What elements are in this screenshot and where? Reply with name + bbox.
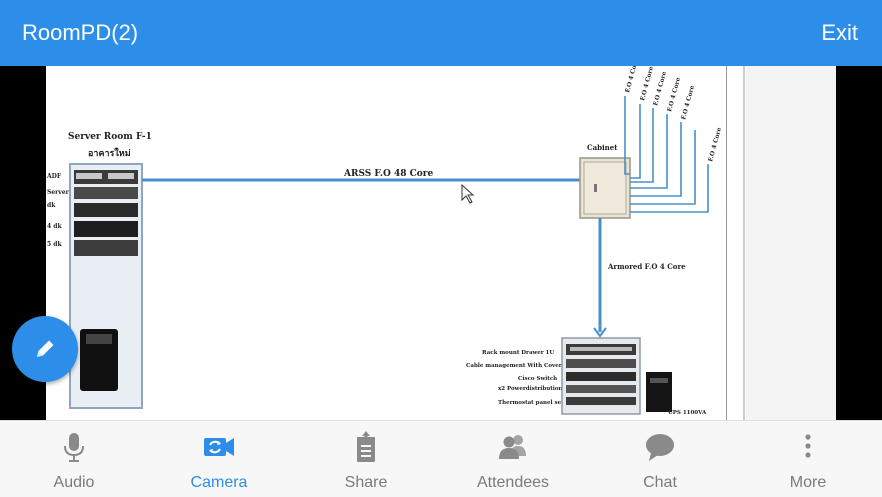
fo-core-label: F.O 4 Core: [680, 85, 696, 121]
fo-core-label: F.O 4 Core: [624, 66, 640, 94]
more-vertical-icon: [805, 434, 811, 458]
rack-label: Thermostat panel set: [498, 400, 564, 406]
bottom-toolbar: Audio Camera Share Atte: [0, 420, 882, 497]
nav-attendees[interactable]: Attendees: [453, 421, 573, 497]
side-label: Server: [47, 189, 70, 196]
side-label: ADF: [46, 173, 62, 180]
annotate-button[interactable]: [12, 316, 78, 382]
nav-label: Chat: [643, 474, 677, 491]
cabinet: [579, 157, 631, 219]
server-room-sublabel: อาคารใหม่: [88, 147, 131, 159]
page-border: [743, 66, 745, 420]
nav-label: Camera: [190, 474, 248, 491]
nav-share[interactable]: Share: [306, 421, 426, 497]
nav-camera[interactable]: Camera: [159, 421, 279, 497]
wall-rack: [561, 337, 641, 415]
nav-label: Audio: [53, 474, 95, 491]
armored-link-label: Armored F.O 4 Core: [607, 262, 686, 271]
network-diagram: Server Room F-1 อาคารใหม่ ADF Server dk …: [46, 66, 723, 416]
ups-label: UPS 1100VA: [668, 410, 707, 416]
server-rack: [69, 163, 143, 409]
side-label: 5 dk: [47, 241, 62, 248]
fo-core-label: F.O 4 Core: [707, 127, 723, 163]
nav-chat[interactable]: Chat: [600, 421, 720, 497]
share-document-icon: [357, 431, 375, 462]
nav-label: Attendees: [476, 474, 550, 491]
main-link-label: ARSS F.O 48 Core: [343, 169, 434, 179]
shared-content-area[interactable]: Server Room F-1 อาคารใหม่ ADF Server dk …: [0, 66, 882, 420]
microphone-icon: [64, 433, 84, 462]
fo-core-label: F.O 4 Core: [652, 71, 668, 107]
chat-bubble-icon: [646, 434, 674, 461]
nav-label: Share: [344, 474, 388, 491]
side-label: 4 dk: [47, 223, 62, 230]
rack-label: Cisco Switch: [518, 376, 557, 382]
page-border: [726, 66, 727, 420]
exit-button[interactable]: Exit: [821, 20, 858, 45]
camera-switch-icon: [204, 438, 234, 456]
cabinet-label: Cabinet: [587, 143, 618, 152]
people-icon: [499, 435, 526, 459]
mouse-cursor-icon: [461, 183, 475, 204]
rack-label: Cable management With Cover: [466, 363, 562, 369]
rack-label: Rack mount Drawer 1U: [482, 350, 554, 356]
nav-more[interactable]: More: [748, 421, 868, 497]
page-margin: [746, 66, 836, 420]
fo-core-label: F.O 4 Core: [639, 66, 655, 102]
nav-audio[interactable]: Audio: [14, 421, 134, 497]
fo-core-label: F.O 4 Core: [666, 77, 682, 113]
meeting-title: RoomPD(2): [22, 20, 139, 45]
side-label: dk: [47, 202, 56, 209]
top-bar: RoomPD(2) Exit: [0, 0, 882, 66]
cable-end-icon: [593, 327, 607, 338]
rack-label: x2 Powerdistribution: [498, 386, 563, 392]
server-room-label: Server Room F-1: [68, 132, 152, 142]
ups-unit: [646, 372, 672, 412]
nav-label: More: [789, 474, 827, 491]
pencil-icon: [37, 340, 54, 357]
shared-document: Server Room F-1 อาคารใหม่ ADF Server dk …: [46, 66, 836, 420]
fo-core-lines: [624, 96, 709, 213]
